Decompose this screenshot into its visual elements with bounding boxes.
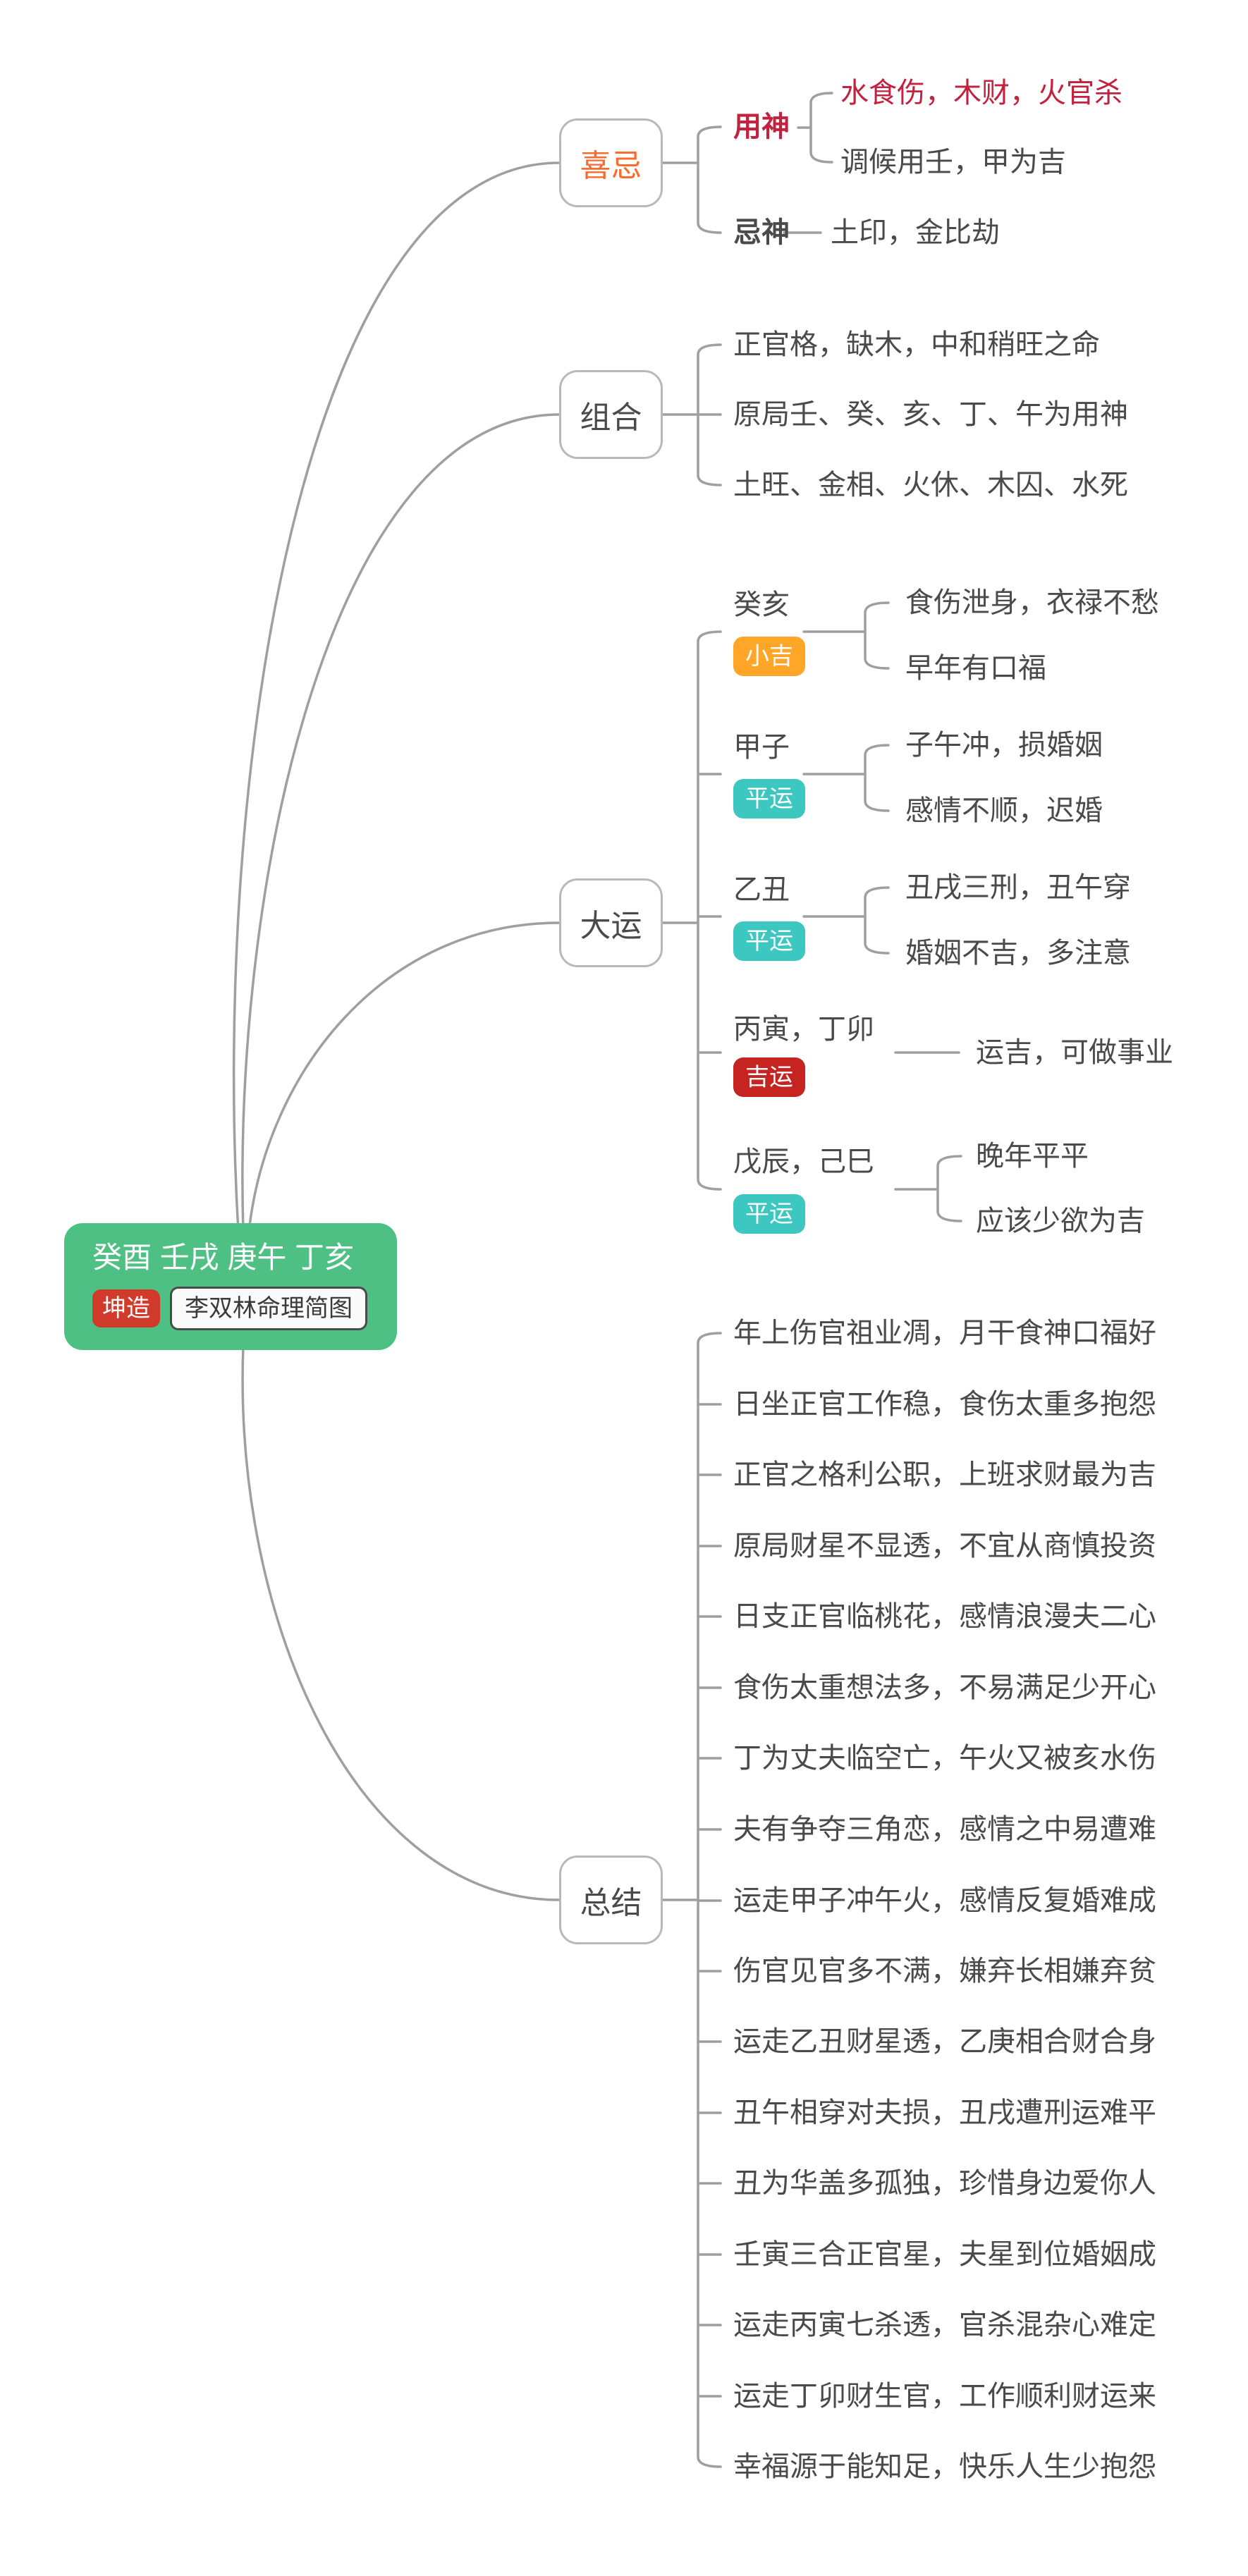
root-node[interactable]: 癸酉 壬戌 庚午 丁亥 坤造 李双林命理简图: [64, 1223, 397, 1350]
topic-yongshen[interactable]: 用神: [733, 111, 790, 142]
branch-node-zongjie[interactable]: 总结: [559, 1856, 663, 1944]
dayun-item-child[interactable]: 食伤泄身，衣禄不愁: [905, 587, 1159, 618]
jishen-child[interactable]: 土印，金比劫: [831, 217, 1000, 248]
branch-node-xiji[interactable]: 喜忌: [559, 118, 663, 207]
zongjie-item[interactable]: 运走丁卯财生官，工作顺利财运来: [733, 2381, 1156, 2412]
zongjie-item[interactable]: 幸福源于能知足，快乐人生少抱怨: [733, 2451, 1156, 2482]
zongjie-item[interactable]: 运走乙丑财星透，乙庚相合财合身: [733, 2026, 1156, 2057]
branch-node-zuhe[interactable]: 组合: [559, 370, 663, 459]
yongshen-child[interactable]: 调候用壬，甲为吉: [840, 147, 1066, 178]
zongjie-item[interactable]: 正官之格利公职，上班求财最为吉: [733, 1459, 1156, 1490]
zuhe-child[interactable]: 正官格，缺木，中和稍旺之命: [733, 329, 1100, 360]
branch-node-dayun[interactable]: 大运: [559, 878, 663, 967]
zongjie-item[interactable]: 丑为华盖多孤独，珍惜身边爱你人: [733, 2168, 1156, 2199]
dayun-item-child[interactable]: 应该少欲为吉: [976, 1206, 1145, 1237]
zongjie-item[interactable]: 原局财星不显透，不宜从商慎投资: [733, 1531, 1156, 1562]
dayun-badge-xiaoji[interactable]: 小吉: [733, 637, 805, 676]
zongjie-item[interactable]: 运走丙寅七杀透，官杀混杂心难定: [733, 2310, 1156, 2341]
zongjie-item[interactable]: 日坐正官工作稳，食伤太重多抱怨: [733, 1389, 1156, 1420]
zongjie-item[interactable]: 壬寅三合正官星，夫星到位婚姻成: [733, 2239, 1156, 2270]
zuhe-child[interactable]: 土旺、金相、火休、木囚、水死: [733, 470, 1128, 501]
branch-label-zuhe: 组合: [580, 400, 642, 435]
dayun-item-child[interactable]: 丑戌三刑，丑午穿: [905, 872, 1131, 903]
branch-label-dayun: 大运: [580, 909, 642, 943]
dayun-item-ganzhi[interactable]: 甲子: [733, 732, 790, 763]
zuhe-child[interactable]: 原局壬、癸、亥、丁、午为用神: [733, 399, 1128, 430]
zongjie-item[interactable]: 丑午相穿对夫损，丑戌遭刑运难平: [733, 2097, 1156, 2128]
dayun-item-child[interactable]: 婚姻不吉，多注意: [905, 938, 1131, 969]
zongjie-item[interactable]: 伤官见官多不满，嫌弃长相嫌弃贫: [733, 1956, 1156, 1987]
dayun-item-child[interactable]: 晚年平平: [976, 1141, 1089, 1172]
zongjie-item[interactable]: 年上伤官祖业凋，月干食神口福好: [733, 1318, 1156, 1349]
dayun-badge-pingyun[interactable]: 平运: [733, 921, 805, 961]
zongjie-item[interactable]: 食伤太重想法多，不易满足少开心: [733, 1672, 1156, 1703]
root-bazi-text: 癸酉 壬戌 庚午 丁亥: [92, 1240, 355, 1274]
dayun-item-child[interactable]: 感情不顺，迟婚: [905, 795, 1103, 826]
zongjie-item[interactable]: 日支正官临桃花，感情浪漫夫二心: [733, 1601, 1156, 1632]
gender-badge[interactable]: 坤造: [92, 1289, 160, 1327]
dayun-item-ganzhi[interactable]: 戊辰，己巳: [733, 1146, 874, 1177]
topic-jishen[interactable]: 忌神: [733, 217, 790, 248]
yongshen-child[interactable]: 水食伤，木财，火官杀: [840, 78, 1122, 109]
dayun-badge-pingyun[interactable]: 平运: [733, 779, 805, 818]
dayun-badge-pingyun[interactable]: 平运: [733, 1194, 805, 1234]
curve-root-to-dayun: [247, 921, 561, 1233]
curve-root-to-zongjie: [241, 1344, 561, 1901]
curve-root-to-xiji: [232, 161, 561, 1233]
zongjie-item[interactable]: 运走甲子冲午火，感情反复婚难成: [733, 1885, 1156, 1916]
dayun-item-child[interactable]: 运吉，可做事业: [976, 1037, 1173, 1068]
root-badge-row: 坤造 李双林命理简图: [92, 1286, 397, 1331]
dayun-badge-jiyun[interactable]: 吉运: [733, 1057, 805, 1097]
zongjie-item[interactable]: 丁为丈夫临空亡，午火又被亥水伤: [733, 1743, 1156, 1774]
dayun-item-ganzhi[interactable]: 乙丑: [733, 874, 790, 905]
dayun-item-ganzhi[interactable]: 丙寅，丁卯: [733, 1014, 874, 1045]
curve-root-to-zuhe: [241, 413, 561, 1233]
dayun-item-ganzhi[interactable]: 癸亥: [733, 589, 790, 620]
dayun-item-child[interactable]: 子午冲，损婚姻: [905, 730, 1103, 761]
branch-label-zongjie: 总结: [580, 1886, 642, 1920]
map-title-badge[interactable]: 李双林命理简图: [170, 1286, 367, 1331]
zongjie-item[interactable]: 夫有争夺三角恋，感情之中易遭难: [733, 1814, 1156, 1845]
dayun-item-child[interactable]: 早年有口福: [905, 653, 1046, 684]
branch-label-xiji: 喜忌: [580, 149, 642, 183]
